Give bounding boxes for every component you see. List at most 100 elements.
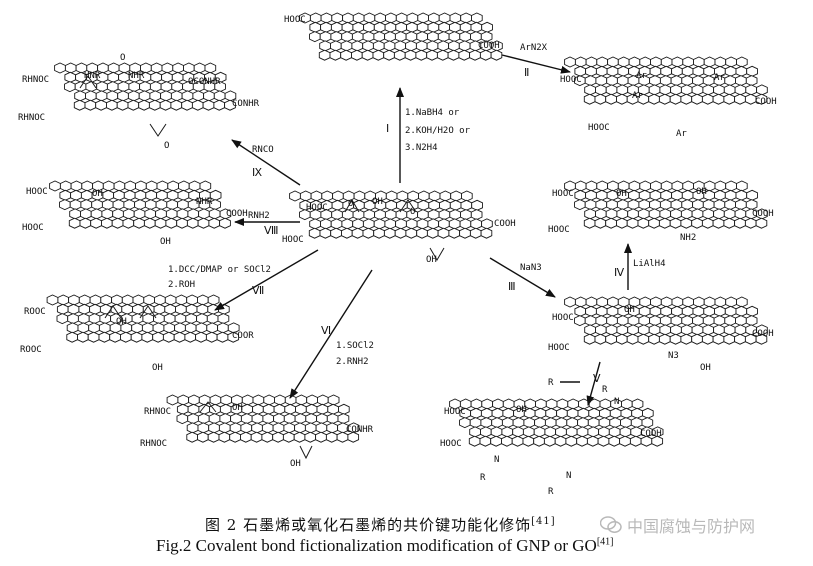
mr-group-2: HOOC — [548, 225, 570, 235]
hexagon-ring — [106, 99, 118, 111]
hexagon-ring — [658, 333, 671, 345]
hexagon-ring — [138, 90, 151, 102]
hexagon-ring — [160, 81, 173, 93]
sheet-mid-left — [49, 180, 232, 229]
hexagon-ring — [164, 294, 177, 306]
hexagon-ring — [449, 209, 461, 221]
hexagon-ring — [669, 333, 682, 345]
numeral-V: Ⅴ — [593, 373, 601, 385]
ml-group-1: HOOC — [26, 187, 48, 197]
hexagon-ring — [555, 426, 567, 438]
hexagon-ring — [121, 294, 134, 306]
hexagon-ring — [756, 324, 768, 336]
arrow-VI — [289, 269, 373, 399]
hexagon-ring — [56, 313, 69, 325]
arrow-III — [489, 257, 556, 298]
hexagon-ring — [480, 31, 493, 43]
hexagon-ring — [374, 209, 386, 221]
hexagon-ring — [703, 65, 715, 77]
hexagon-ring — [713, 208, 725, 220]
hexagon-ring — [606, 315, 618, 327]
hexagon-ring — [469, 227, 482, 239]
hexagon-ring — [702, 208, 715, 220]
lr-group-2: HOOC — [548, 343, 570, 353]
hexagon-ring — [374, 12, 386, 24]
hexagon-ring — [628, 189, 640, 201]
hexagon-ring — [584, 315, 597, 327]
wechat-icon — [600, 516, 622, 533]
hexagon-ring — [724, 315, 736, 327]
numeral-IX: Ⅸ — [252, 167, 262, 179]
hexagon-ring — [318, 49, 331, 61]
sheet-mid-right — [564, 180, 768, 229]
hexagon-ring — [394, 227, 407, 239]
hexagon-ring — [723, 324, 736, 336]
hexagon-ring — [574, 305, 587, 317]
hexagon-ring — [651, 435, 664, 447]
hexagon-ring — [73, 99, 86, 111]
hexagon-ring — [153, 303, 166, 315]
hexagon-ring — [156, 189, 168, 201]
hexagon-ring — [325, 431, 338, 443]
hexagon-ring — [714, 296, 727, 308]
hexagon-ring — [670, 208, 682, 220]
hexagon-ring — [197, 413, 210, 425]
hexagon-ring — [735, 305, 748, 317]
hexagon-ring — [353, 190, 366, 202]
hexagon-ring — [331, 12, 344, 24]
hexagon-ring — [660, 180, 673, 192]
hexagon-ring — [713, 324, 725, 336]
hexagon-ring — [59, 199, 71, 211]
hexagon-ring — [106, 81, 119, 93]
hexagon-ring — [671, 189, 683, 201]
hexagon-ring — [459, 417, 471, 429]
hexagon-ring — [650, 56, 662, 68]
ml-group-4: NHR — [196, 197, 213, 207]
hexagon-ring — [341, 218, 354, 230]
hexagon-ring — [585, 305, 597, 317]
hexagon-ring — [428, 190, 441, 202]
hexagon-ring — [577, 417, 589, 429]
hexagon-ring — [691, 217, 703, 229]
hexagon-ring — [605, 217, 617, 229]
hexagon-ring — [522, 426, 535, 438]
hexagon-ring — [648, 324, 661, 336]
hexagon-ring — [638, 305, 651, 317]
hexagon-ring — [574, 56, 587, 68]
hexagon-ring — [95, 90, 108, 102]
hexagon-ring — [448, 227, 461, 239]
hexagon-ring — [416, 31, 429, 43]
hexagon-ring — [131, 322, 143, 334]
hexagon-ring — [417, 209, 429, 221]
hexagon-ring — [490, 426, 503, 438]
hexagon-ring — [479, 49, 492, 61]
hexagon-ring — [64, 81, 76, 93]
hexagon-ring — [621, 398, 633, 410]
hexagon-ring — [134, 189, 147, 201]
hexagon-ring — [584, 84, 596, 96]
hexagon-ring — [229, 431, 241, 443]
hexagon-ring — [135, 180, 147, 192]
hexagon-ring — [263, 394, 275, 406]
hexagon-ring — [491, 417, 503, 429]
hexagon-ring — [449, 12, 462, 24]
numeral-III: Ⅲ — [508, 281, 516, 293]
hexagon-ring — [627, 315, 640, 327]
hexagon-ring — [405, 40, 417, 52]
hexagon-ring — [438, 12, 451, 24]
hexagon-ring — [117, 81, 130, 93]
hexagon-ring — [197, 294, 209, 306]
hexagon-ring — [596, 180, 609, 192]
hexagon-ring — [637, 208, 650, 220]
hexagon-ring — [320, 21, 332, 33]
hexagon-ring — [70, 189, 82, 201]
hexagon-ring — [566, 417, 579, 429]
hexagon-ring — [384, 31, 396, 43]
hexagon-ring — [143, 294, 155, 306]
hexagon-ring — [701, 333, 714, 345]
hexagon-ring — [596, 296, 609, 308]
hexagon-ring — [352, 21, 365, 33]
hexagon-ring — [586, 435, 599, 447]
hexagon-ring — [460, 12, 472, 24]
hexagon-ring — [329, 49, 342, 61]
